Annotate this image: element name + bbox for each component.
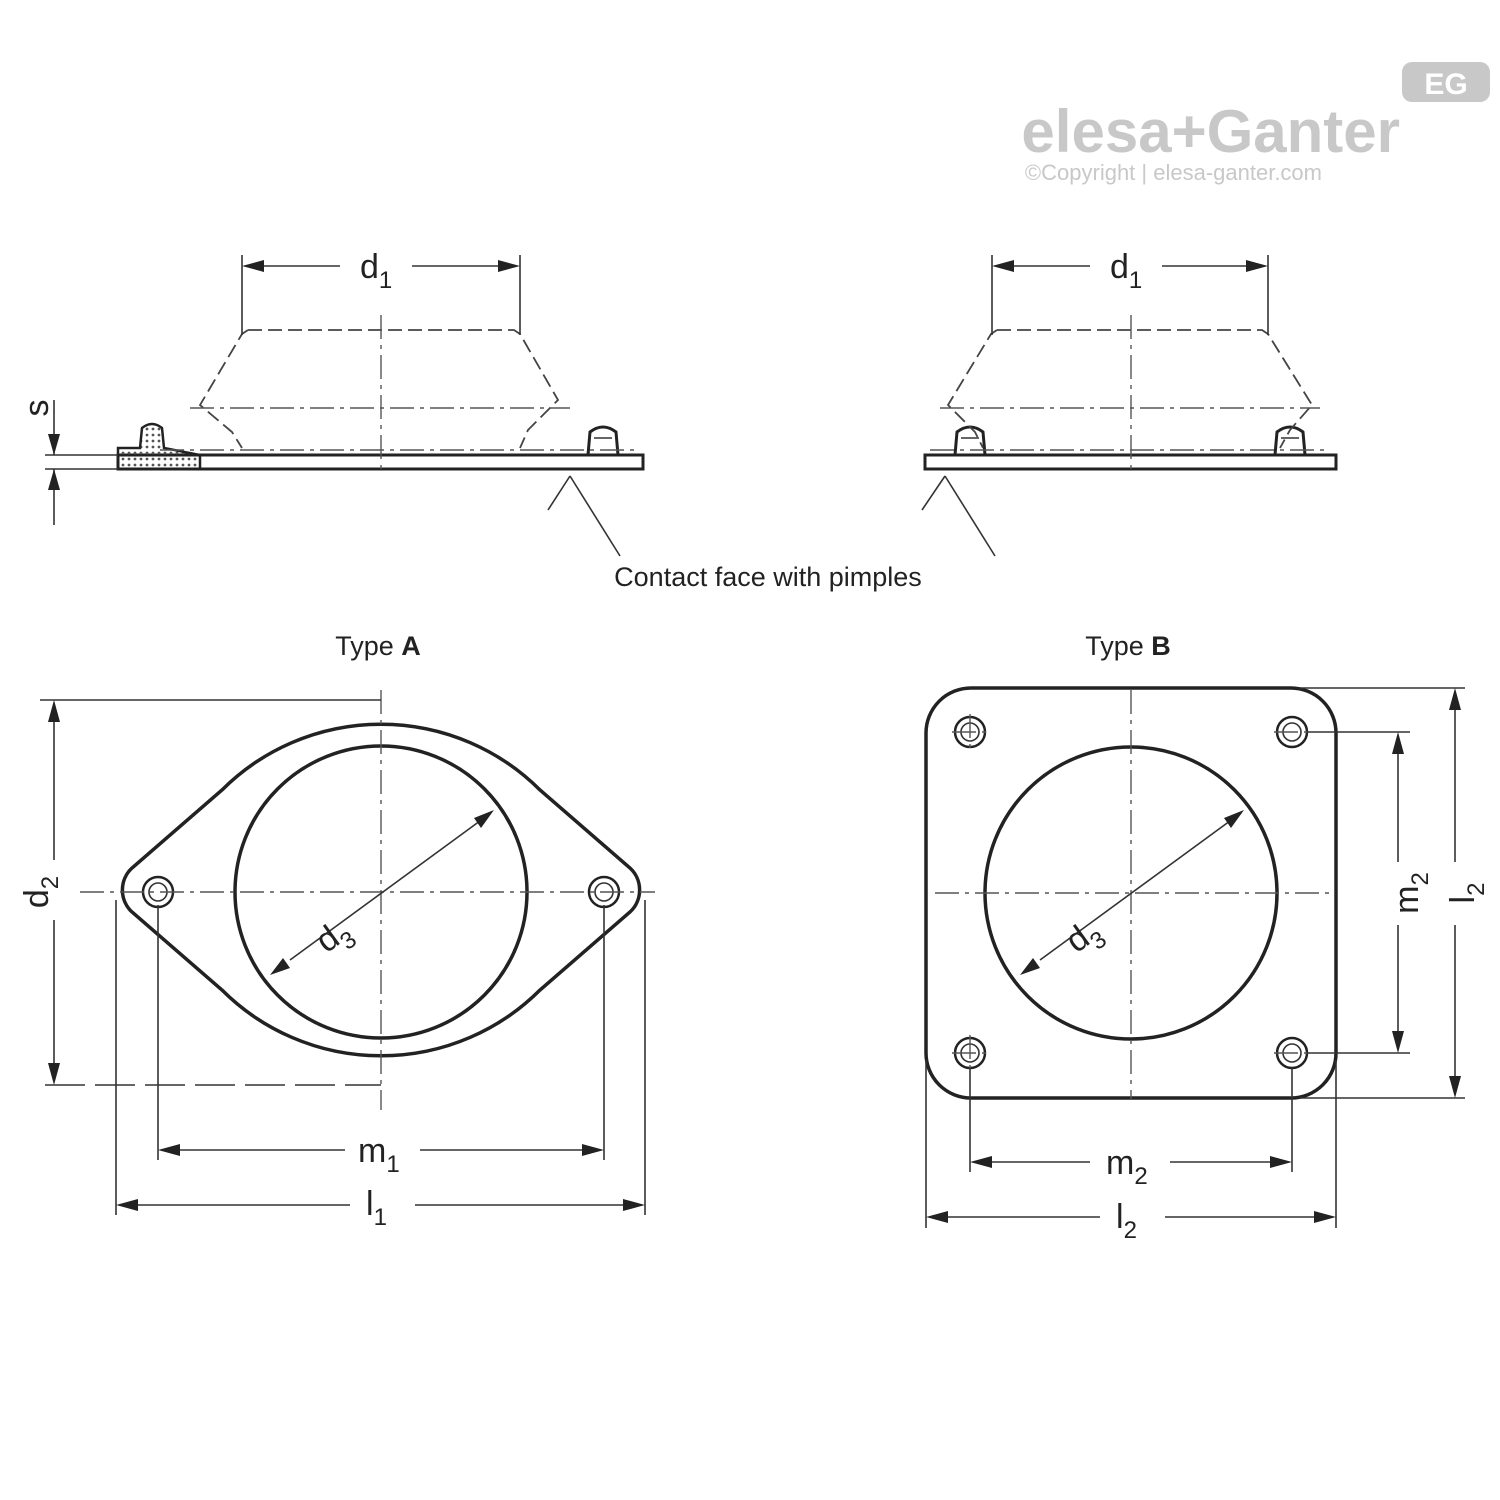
label-m2-vertical: m2 [1388, 872, 1434, 914]
top-view-type-a: d3 d2 m1 l1 [18, 690, 655, 1231]
brand-badge-text: EG [1424, 68, 1467, 101]
flange-outline-a [120, 722, 642, 1058]
side-view-type-b: d1 [921, 248, 1338, 557]
type-a-title: Type A [335, 631, 421, 661]
label-m1: m1 [358, 1132, 400, 1178]
brand-badge [1402, 62, 1490, 102]
brand-logo-text: elesa+Ganter [1021, 98, 1400, 165]
label-s: s [18, 400, 56, 417]
pimple-left-b [953, 425, 987, 457]
label-d3-a: d3 [309, 911, 362, 967]
bellows-outline-a [198, 329, 560, 449]
label-d3-b: d3 [1059, 911, 1112, 967]
pimple-right-a [586, 425, 620, 457]
side-view-type-a: d1 s [18, 248, 645, 557]
contact-face-note: Contact face with pimples [614, 562, 922, 592]
label-d1-b: d1 [1110, 248, 1142, 294]
label-d1-a: d1 [360, 248, 392, 294]
brand-logo: EG elesa+Ganter ©Copyright | elesa-gante… [1021, 62, 1490, 185]
label-d2: d2 [18, 876, 64, 908]
label-m2-horizontal: m2 [1106, 1144, 1148, 1190]
hatched-section-a [116, 422, 202, 471]
top-view-type-b: d3 m2 l2 m2 l2 [924, 686, 1490, 1244]
type-b-title: Type B [1085, 631, 1171, 661]
bellows-outline-b [946, 329, 1314, 449]
label-l1: l1 [366, 1185, 387, 1231]
label-l2-vertical: l2 [1444, 883, 1490, 904]
brand-copyright: ©Copyright | elesa-ganter.com [1025, 160, 1322, 185]
label-l2-horizontal: l2 [1116, 1198, 1137, 1244]
